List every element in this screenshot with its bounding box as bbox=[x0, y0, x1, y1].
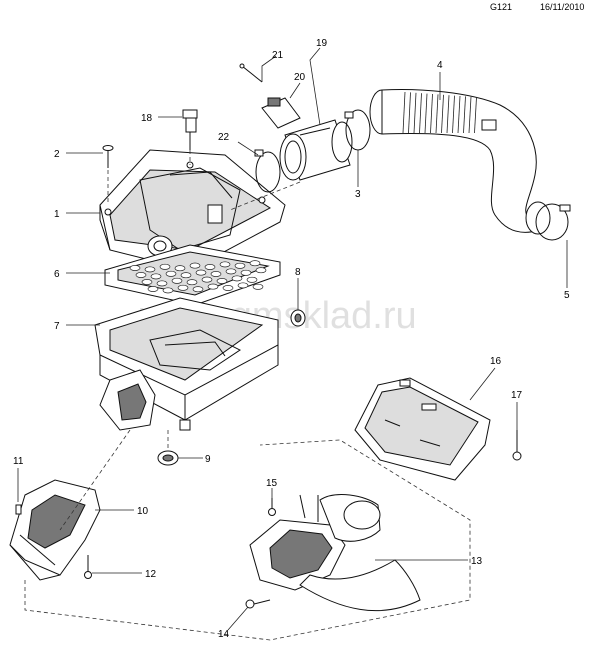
callout-20: 20 bbox=[294, 72, 306, 83]
part-screw-14 bbox=[245, 599, 271, 609]
callout-22: 22 bbox=[218, 132, 230, 143]
part-screw-21 bbox=[239, 63, 263, 83]
callout-2: 2 bbox=[54, 149, 60, 160]
callout-5: 5 bbox=[564, 290, 570, 301]
part-screw-2 bbox=[102, 145, 114, 168]
part-pin-17 bbox=[512, 430, 522, 461]
diagram-code: G121 bbox=[490, 2, 513, 12]
callout-9: 9 bbox=[205, 454, 211, 465]
part-bracket-18 bbox=[182, 109, 198, 150]
callout-10: 10 bbox=[137, 506, 149, 517]
callout-1: 1 bbox=[54, 209, 60, 220]
callout-11: 11 bbox=[13, 456, 24, 467]
part-grommet-9 bbox=[157, 450, 179, 466]
part-maf-sensor bbox=[279, 119, 353, 181]
part-screw-15 bbox=[268, 498, 276, 516]
assembly-lines bbox=[24, 150, 471, 641]
diagram-date: 16/11/2010 bbox=[540, 2, 585, 12]
callout-4: 4 bbox=[437, 60, 443, 71]
part-clamp-5 bbox=[535, 203, 571, 241]
part-filter-element bbox=[104, 244, 281, 306]
callout-17: 17 bbox=[511, 390, 523, 401]
part-label-11 bbox=[15, 504, 22, 515]
callout-8: 8 bbox=[295, 267, 301, 278]
callout-3: 3 bbox=[355, 189, 361, 200]
part-lower-housing bbox=[94, 297, 279, 431]
part-intake-hose bbox=[369, 89, 551, 235]
part-screw-12 bbox=[84, 555, 92, 579]
callout-18: 18 bbox=[141, 113, 153, 124]
callout-7: 7 bbox=[54, 321, 60, 332]
leader-lines bbox=[17, 47, 568, 631]
callout-19: 19 bbox=[316, 38, 328, 49]
callout-6: 6 bbox=[54, 269, 60, 280]
callout-16: 16 bbox=[490, 356, 502, 367]
part-cover-16 bbox=[354, 377, 491, 481]
callout-labels: 1 2 3 4 5 6 7 8 9 10 11 12 13 14 15 16 1… bbox=[13, 38, 570, 640]
part-upper-housing bbox=[99, 149, 286, 271]
callout-15: 15 bbox=[266, 478, 278, 489]
part-grommet-8 bbox=[290, 309, 306, 327]
callout-14: 14 bbox=[218, 629, 230, 640]
callout-21: 21 bbox=[272, 50, 284, 61]
part-inlet-duct-13 bbox=[249, 494, 421, 612]
part-sensor-20 bbox=[261, 97, 301, 129]
callout-13: 13 bbox=[471, 556, 483, 567]
part-clamp-22 bbox=[254, 149, 281, 193]
part-duct-10 bbox=[9, 479, 101, 581]
callout-12: 12 bbox=[145, 569, 157, 580]
